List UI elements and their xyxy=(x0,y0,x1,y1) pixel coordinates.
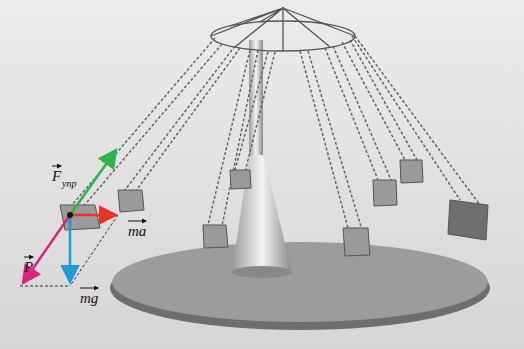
force-symbol: P xyxy=(24,260,33,275)
force-symbol: mg xyxy=(80,291,98,306)
force-symbol: F xyxy=(52,169,61,184)
force-subscript: упр xyxy=(62,179,76,189)
force-symbol: ma xyxy=(128,224,146,239)
